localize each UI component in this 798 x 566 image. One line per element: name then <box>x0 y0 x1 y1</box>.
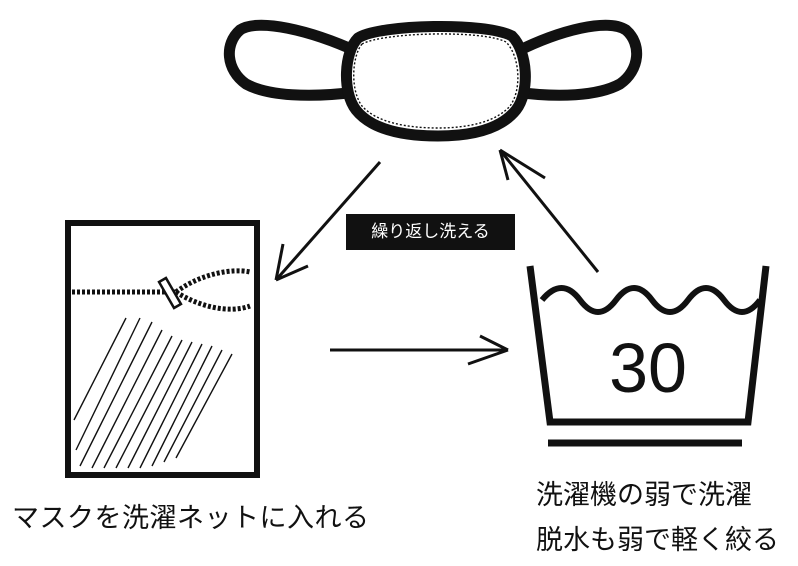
arrow-to-mask <box>498 148 600 273</box>
temperature-value: 30 <box>609 329 687 407</box>
wash-caption-line2: 脱水も弱で軽く絞る <box>536 525 779 556</box>
arrow-to-net <box>274 161 382 282</box>
net-caption: マスクを洗濯ネットに入れる <box>12 503 370 534</box>
cycle-label: 繰り返し洗える <box>346 214 515 250</box>
wash-caption-line1: 洗濯機の弱で洗濯 <box>536 480 752 511</box>
wash-tub-icon: 30 <box>526 265 770 447</box>
arrow-to-tub <box>330 334 509 366</box>
face-mask-icon <box>223 19 643 142</box>
laundry-net-icon <box>65 220 260 478</box>
